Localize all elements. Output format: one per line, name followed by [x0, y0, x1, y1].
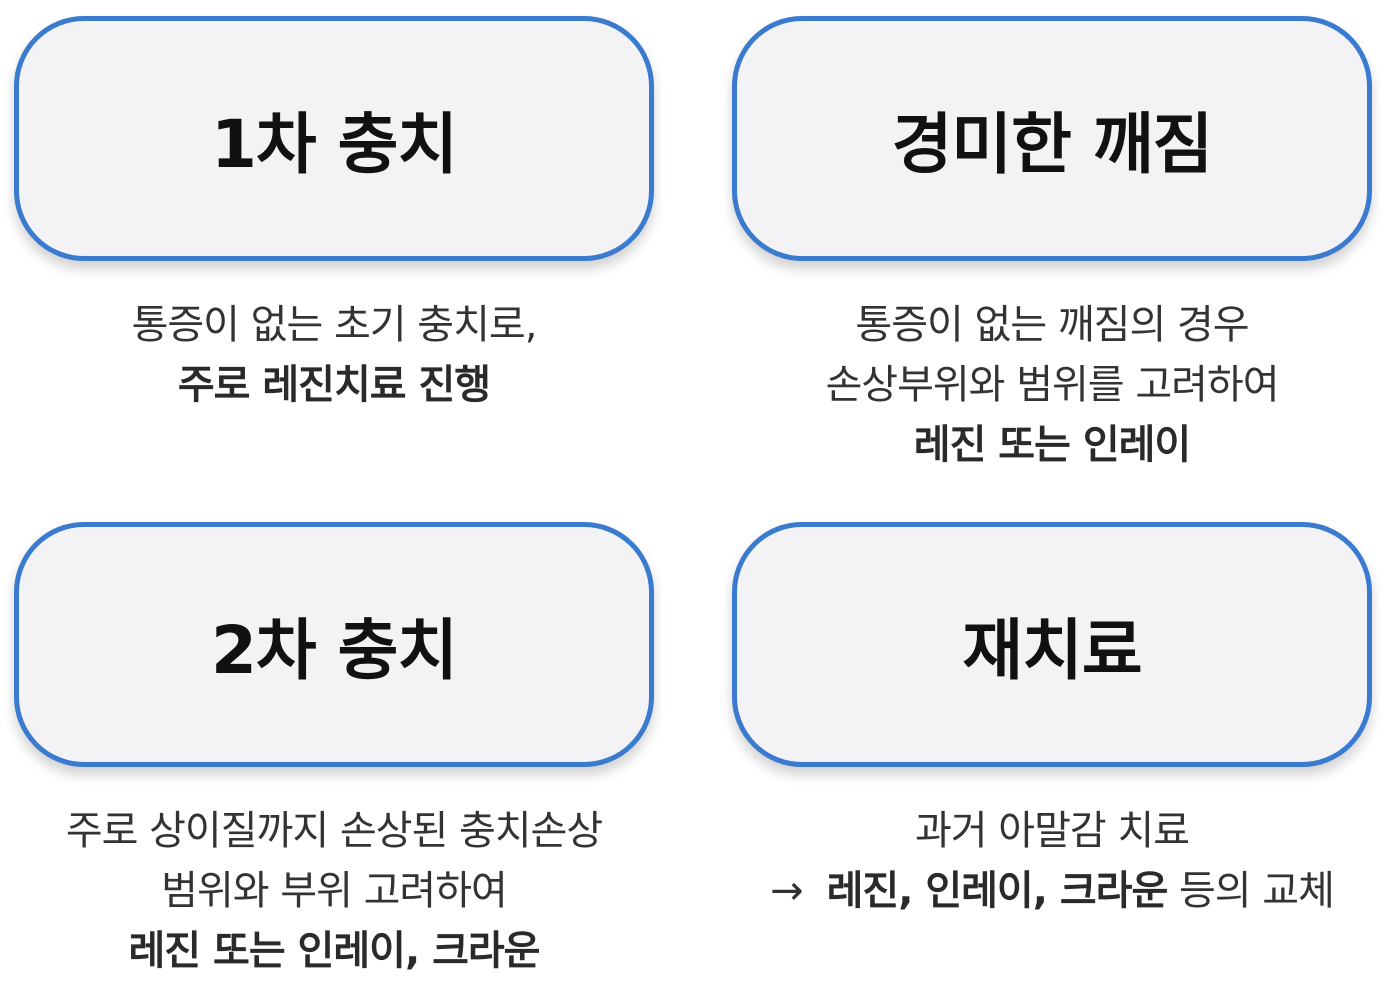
card-title-box: 재치료 [732, 522, 1372, 767]
card-minor-chip: 경미한 깨짐 통증이 없는 깨짐의 경우 손상부위와 범위를 고려하여 레진 또… [732, 16, 1372, 475]
card-retreatment: 재치료 과거 아말감 치료 → 레진, 인레이, 크라운 등의 교체 [732, 522, 1372, 921]
arrow-right-icon: → [770, 868, 804, 914]
desc-line-bold: 레진 또는 인레이 [913, 422, 1191, 468]
desc-rest-segment: 등의 교체 [1167, 868, 1335, 914]
desc-line: 주로 상이질까지 손상된 충치손상 [65, 808, 603, 854]
card-title-box: 경미한 깨짐 [732, 16, 1372, 261]
desc-line-with-arrow: → 레진, 인레이, 크라운 등의 교체 [732, 861, 1372, 921]
card-description: 과거 아말감 치료 → 레진, 인레이, 크라운 등의 교체 [732, 801, 1372, 921]
desc-line: 과거 아말감 치료 [914, 808, 1190, 854]
card-title-box: 1차 충치 [14, 16, 654, 261]
card-title-box: 2차 충치 [14, 522, 654, 767]
desc-line-bold: 레진 또는 인레이, 크라운 [128, 928, 541, 974]
card-description: 통증이 없는 깨짐의 경우 손상부위와 범위를 고려하여 레진 또는 인레이 [732, 295, 1372, 475]
card-title: 1차 충치 [210, 105, 458, 183]
desc-line: 통증이 없는 초기 충치로, [131, 302, 538, 348]
card-description: 주로 상이질까지 손상된 충치손상 범위와 부위 고려하여 레진 또는 인레이,… [14, 801, 654, 981]
card-title: 경미한 깨짐 [891, 105, 1214, 183]
card-title: 재치료 [962, 611, 1142, 689]
card-first-cavity: 1차 충치 통증이 없는 초기 충치로, 주로 레진치료 진행 [14, 16, 654, 415]
desc-line-bold: 주로 레진치료 진행 [177, 362, 491, 408]
desc-line: 범위와 부위 고려하여 [161, 868, 508, 914]
desc-line: 손상부위와 범위를 고려하여 [825, 362, 1279, 408]
card-title: 2차 충치 [210, 611, 458, 689]
card-description: 통증이 없는 초기 충치로, 주로 레진치료 진행 [14, 295, 654, 415]
card-second-cavity: 2차 충치 주로 상이질까지 손상된 충치손상 범위와 부위 고려하여 레진 또… [14, 522, 654, 981]
desc-line: 통증이 없는 깨짐의 경우 [855, 302, 1249, 348]
desc-bold-segment: 레진, 인레이, 크라운 [826, 868, 1169, 914]
